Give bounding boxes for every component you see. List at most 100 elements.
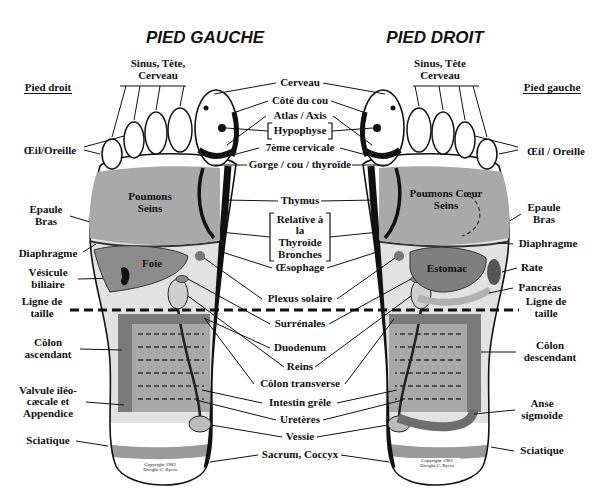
- left-colon: [118, 314, 210, 412]
- zone-label: Hypophyse: [273, 125, 328, 137]
- leader-lines: [352, 165, 387, 166]
- leader-lines: [475, 136, 518, 147]
- leader-lines: [317, 425, 388, 437]
- zone-label: Œil / Oreille: [526, 146, 586, 158]
- leader-lines: [491, 447, 514, 451]
- leader-lines: [70, 83, 521, 462]
- zone-label: Atlas / Axis: [272, 110, 327, 122]
- zone-label: Diaphragme: [518, 238, 579, 250]
- left-colon: [118, 314, 132, 412]
- zone-label: Relative à la Thyroïde Bronches: [274, 214, 326, 260]
- zone-label: Œsophage: [275, 262, 326, 274]
- leader-lines: [502, 268, 517, 272]
- leader-lines: [508, 214, 521, 222]
- brackets: [268, 123, 272, 139]
- leader-lines: [333, 116, 372, 145]
- waist-line: [70, 309, 519, 312]
- leader-lines: [337, 390, 397, 403]
- leader-lines: [86, 402, 124, 405]
- thyroid-curve: [199, 168, 214, 238]
- lung-zone: Poumons Seins: [86, 162, 226, 252]
- leader-lines: [229, 148, 259, 156]
- liver-shape: [94, 246, 188, 292]
- zone-label: Surrénales: [274, 318, 327, 330]
- leader-lines: [236, 101, 268, 112]
- right-foot: [349, 90, 519, 485]
- zone-label: 7ème cervicale: [265, 142, 336, 154]
- leader-lines: [473, 86, 487, 137]
- zone-label: Diaphragme: [18, 248, 79, 260]
- zone-label: Côlon ascendant: [18, 337, 78, 360]
- zone-label: Côté du cou: [271, 95, 329, 107]
- leader-lines: [205, 319, 254, 384]
- leader-lines: [341, 455, 389, 462]
- spleen: [487, 259, 501, 285]
- left-foot: [80, 90, 250, 485]
- sigmoid-loop: [398, 410, 474, 427]
- copyright-note: Copyright 1983 Dwight C. Byers: [137, 462, 183, 473]
- brackets: [326, 213, 330, 261]
- leader-lines: [330, 232, 379, 237]
- leader-lines: [222, 252, 272, 268]
- zone-label: Ligne de taille: [520, 296, 572, 319]
- gallbladder: [121, 267, 129, 285]
- thyroid-curve: [385, 168, 400, 238]
- header-label: Pied gauche: [523, 82, 582, 95]
- zone-label: Rate: [520, 262, 544, 274]
- zone-label: Sciatique: [519, 445, 564, 457]
- leader-lines: [321, 200, 375, 201]
- leader-lines: [329, 279, 411, 324]
- zone-name: Poumons Cœur Seins: [403, 187, 489, 211]
- zone-label: Côlon transverse: [259, 378, 341, 390]
- zone-name: Estomac: [419, 262, 475, 274]
- zone-outline: [90, 240, 194, 298]
- leader-lines: [413, 86, 479, 87]
- zone-label: Epaule Bras: [521, 202, 567, 225]
- leader-lines: [498, 243, 513, 244]
- zone-label: Gorge / cou / thyroïde: [248, 159, 352, 171]
- leader-lines: [156, 86, 160, 110]
- leader-lines: [224, 200, 278, 201]
- leader-lines: [196, 400, 276, 420]
- leader-lines: [220, 232, 270, 237]
- zone-label: Sacrum, Coccyx: [261, 449, 339, 461]
- leader-lines: [70, 216, 90, 222]
- zone-label: Sciatique: [25, 435, 70, 447]
- brackets: [328, 123, 332, 139]
- zone-label: Plexus solaire: [267, 293, 333, 305]
- leader-lines: [180, 86, 184, 106]
- lung-zone-shape: [379, 166, 510, 245]
- zone-label: Reins: [286, 361, 314, 373]
- heart-outline: [462, 196, 480, 236]
- leader-lines: [345, 319, 394, 384]
- leader-lines: [214, 83, 276, 94]
- leader-lines: [134, 86, 140, 120]
- leader-lines: [76, 441, 108, 446]
- leader-lines: [331, 101, 363, 112]
- zone-label: Intestin grêle: [268, 397, 332, 409]
- leader-lines: [211, 425, 282, 437]
- leader-lines: [210, 455, 258, 462]
- leader-lines: [323, 400, 403, 420]
- zone-label: Duodenum: [273, 342, 327, 354]
- stomach-zone: Estomac: [406, 240, 492, 296]
- pancreas: [418, 290, 490, 302]
- leader-lines: [188, 296, 284, 367]
- header-label: Pied droit: [24, 82, 73, 95]
- zone-name: Poumons Seins: [119, 190, 181, 214]
- zone-label: Anse sigmoïde: [516, 398, 568, 421]
- leader-lines: [499, 150, 518, 154]
- leader-lines: [120, 86, 186, 87]
- leader-lines: [439, 86, 443, 110]
- zone-label: Vessie: [285, 431, 315, 443]
- right-colon: [389, 314, 481, 412]
- zone-label: Cerveau: [279, 77, 321, 89]
- leader-lines: [80, 349, 122, 350]
- leader-lines: [474, 410, 515, 414]
- leader-lines: [204, 318, 270, 348]
- leader-lines: [226, 128, 268, 131]
- leader-lines: [315, 296, 411, 367]
- zone-label: Pancréas: [518, 282, 563, 294]
- leader-lines: [84, 150, 100, 154]
- copyright-note: Copyright 1983 Dwight C. Byers: [414, 458, 460, 469]
